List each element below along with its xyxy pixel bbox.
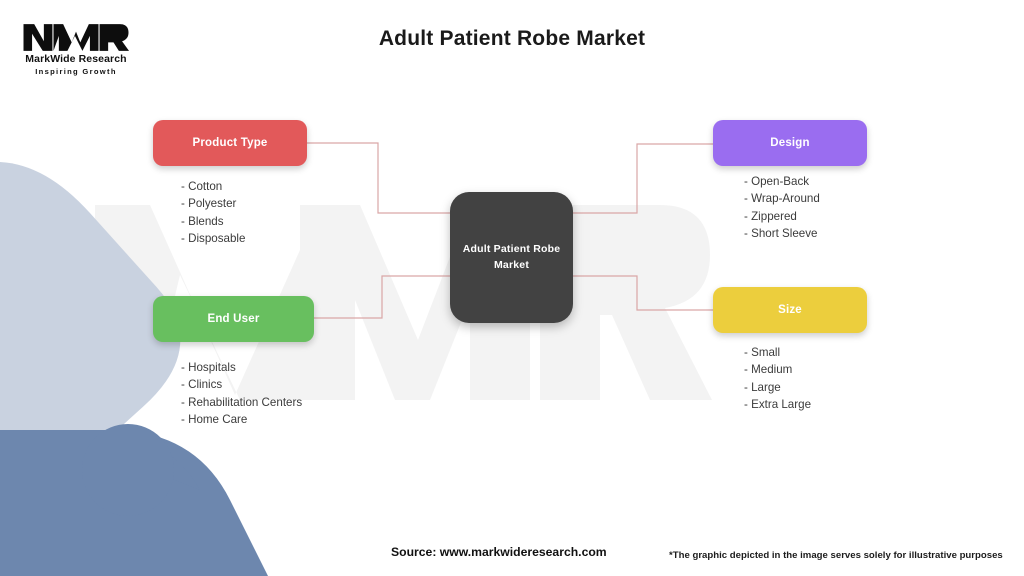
mwr-logo-icon	[23, 23, 130, 51]
branch-items-end-user: - Hospitals - Clinics - Rehabilitation C…	[181, 359, 302, 428]
center-node-label: Adult Patient Robe Market	[462, 243, 561, 271]
branch-label-design: Design	[770, 137, 810, 149]
branch-node-design[interactable]: Design	[713, 120, 867, 166]
connector-size	[572, 275, 713, 311]
logo-company-name: MarkWide Research	[25, 53, 127, 65]
connector-design	[572, 143, 713, 214]
branch-items-product-type: - Cotton - Polyester - Blends - Disposab…	[181, 178, 245, 247]
list-item: - Blends	[181, 214, 224, 228]
list-item: - Clinics	[181, 378, 223, 392]
list-item: - Short Sleeve	[744, 226, 818, 240]
branch-label-size: Size	[778, 304, 802, 316]
branch-items-size: - Small - Medium - Large - Extra Large	[744, 344, 811, 413]
list-item: - Home Care	[181, 412, 248, 426]
list-item: - Extra Large	[744, 397, 812, 411]
branch-items-design: - Open-Back - Wrap-Around - Zippered - S…	[744, 173, 820, 242]
logo-tagline: Inspiring Growth	[35, 67, 117, 76]
list-item: - Large	[744, 380, 781, 394]
center-node[interactable]: Adult Patient Robe Market	[450, 192, 573, 323]
branch-label-product-type: Product Type	[192, 137, 268, 149]
connector-product-type	[307, 142, 451, 214]
branch-label-end-user: End User	[207, 313, 260, 325]
branch-node-size[interactable]: Size	[713, 287, 867, 333]
disclaimer-label: *The graphic depicted in the image serve…	[669, 550, 1003, 561]
source-label: Source: www.markwideresearch.com	[391, 545, 607, 559]
brand-logo: MarkWide Research Inspiring Growth	[18, 22, 138, 84]
branch-node-end-user[interactable]: End User	[153, 296, 314, 342]
connector-end-user	[314, 275, 451, 319]
page-title: Adult Patient Robe Market	[378, 27, 646, 50]
list-item: - Rehabilitation Centers	[181, 395, 303, 409]
list-item: - Open-Back	[744, 175, 810, 188]
list-item: - Medium	[744, 363, 793, 377]
list-item: - Polyester	[181, 197, 237, 211]
list-item: - Cotton	[181, 180, 223, 193]
list-item: - Wrap-Around	[744, 192, 820, 206]
list-item: - Hospitals	[181, 361, 236, 374]
branch-node-product-type[interactable]: Product Type	[153, 120, 307, 166]
list-item: - Small	[744, 346, 781, 359]
list-item: - Disposable	[181, 231, 246, 245]
list-item: - Zippered	[744, 209, 797, 223]
